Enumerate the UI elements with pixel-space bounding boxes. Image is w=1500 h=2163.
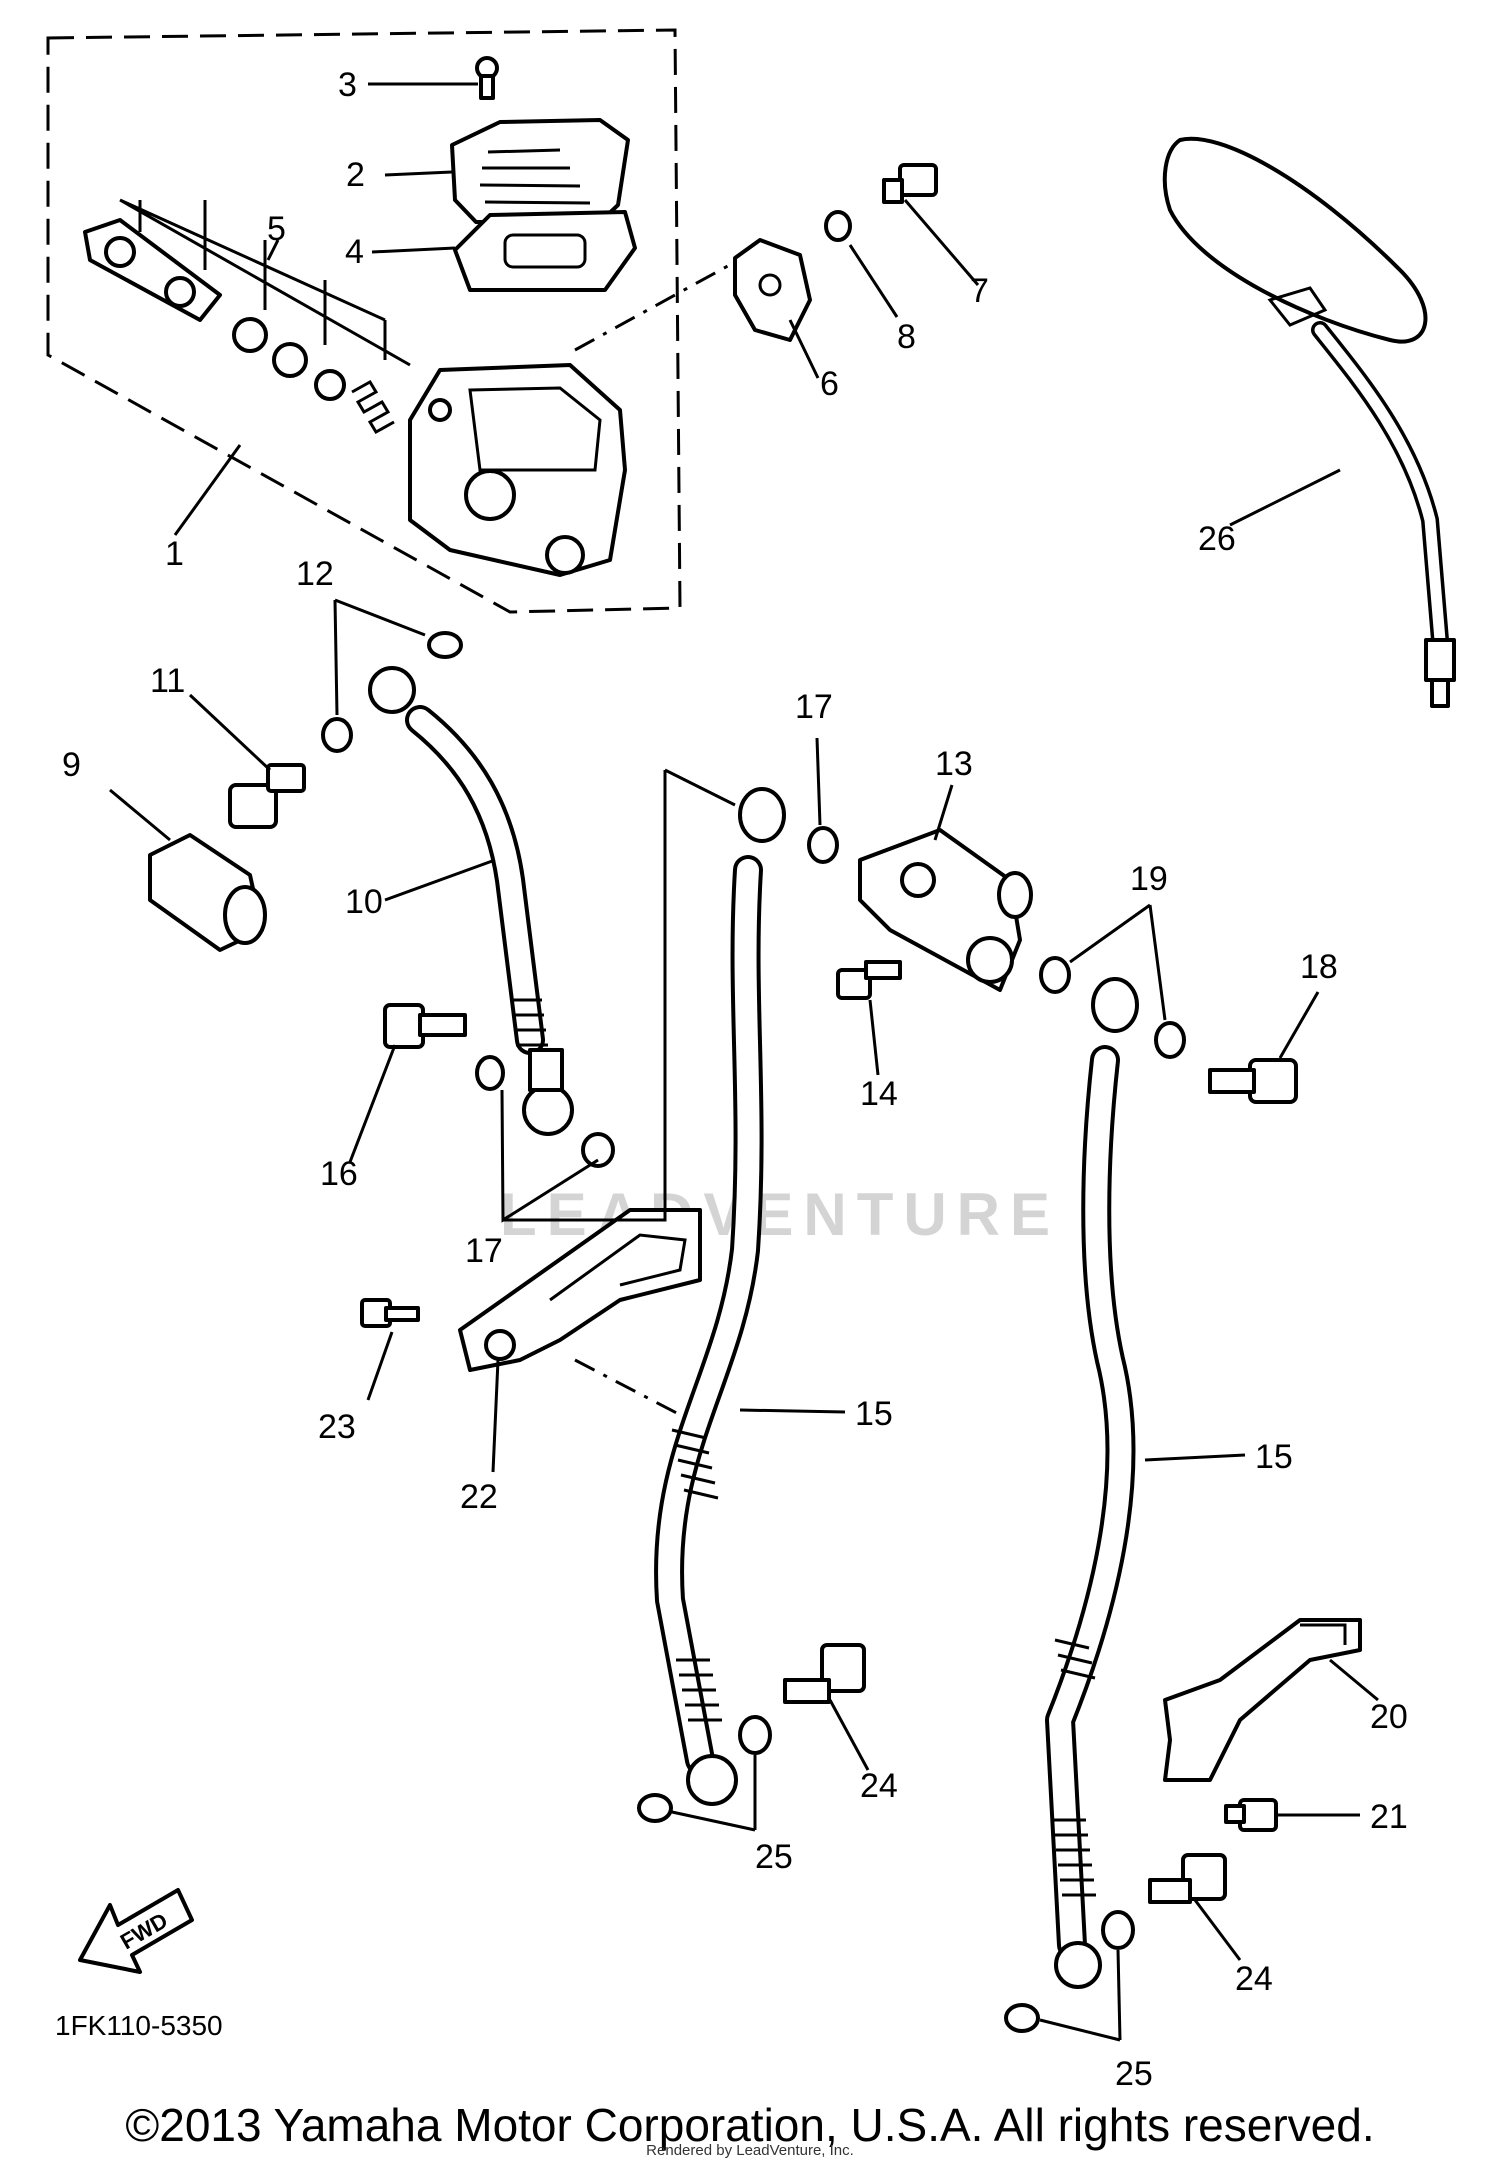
callout-3: 3 [338,66,357,104]
part-piston-kit [83,198,411,435]
callout-22: 22 [460,1478,498,1516]
callout-24-center: 24 [860,1767,898,1805]
callout-14: 14 [860,1075,898,1113]
part-washer [824,210,852,242]
part-copper-washer [427,631,463,659]
part-screw [1224,1798,1278,1832]
part-copper-washer [1039,956,1071,994]
part-copper-washer [738,1715,772,1755]
callout-25-center: 25 [755,1838,793,1876]
part-copper-washer [1154,1021,1186,1059]
part-hose-guide [458,1208,702,1372]
part-bolt [882,163,938,204]
part-three-way-joint [858,828,1033,992]
fwd-arrow-icon: FWD [78,1888,194,1974]
callout-11: 11 [150,662,185,700]
part-copper-washer [581,1132,615,1168]
assembly-boundary [46,28,682,614]
callout-19: 19 [1130,860,1168,898]
callout-9: 9 [62,746,81,784]
callout-23: 23 [318,1408,356,1446]
callout-2: 2 [346,156,365,194]
callout-24-right: 24 [1235,1960,1273,1998]
part-bolt [836,960,902,1000]
part-copper-washer [475,1055,505,1091]
callout-12: 12 [296,555,334,593]
part-brake-hose-right [1045,977,1139,1989]
part-screw [360,1298,420,1328]
part-master-cylinder-body [408,363,627,577]
part-mirror [1162,136,1456,708]
part-union-bolt [1208,1058,1298,1104]
part-copper-washer [807,826,839,864]
part-clamp [733,238,812,342]
callout-8: 8 [897,318,916,356]
part-diaphragm [453,210,637,292]
part-brake-hose-center [654,787,786,1806]
part-copper-washer [1101,1910,1135,1950]
part-screw [475,56,499,100]
part-boot-cap [148,833,267,952]
callout-13: 13 [935,745,973,783]
part-copper-washer [1004,2003,1040,2033]
callout-4: 4 [345,233,364,271]
part-copper-washer [321,717,353,753]
copyright-notice: ©2013 Yamaha Motor Corporation, U.S.A. A… [125,2099,1375,2151]
leader-lines [109,82,1379,2042]
alignment-line [574,1358,691,1422]
callout-10: 10 [345,883,383,921]
rendered-by-notice: Rendered by LeadVenture, Inc. [646,2142,854,2159]
callout-21: 21 [1370,1798,1408,1836]
part-union-bolt [783,1643,866,1704]
part-union-bolt [383,1003,467,1049]
part-code: 1FK110-5350 [55,2010,223,2041]
callout-25-right: 25 [1115,2055,1153,2093]
callout-1: 1 [165,535,184,573]
part-union-bolt [1148,1853,1227,1904]
callout-17-upper: 17 [795,688,833,726]
part-reservoir-cap [450,118,630,224]
callout-16: 16 [320,1155,358,1193]
leader-line [500,768,736,1223]
callout-7: 7 [970,272,989,310]
part-hose-guide [1163,1618,1362,1782]
callout-26: 26 [1198,520,1236,558]
callout-20: 20 [1370,1698,1408,1736]
part-copper-washer [637,1793,673,1823]
callout-5: 5 [267,210,286,248]
callout-15-center: 15 [855,1395,893,1433]
callout-6: 6 [820,365,839,403]
callout-15-right: 15 [1255,1438,1293,1476]
part-brake-hose-upper [368,666,574,1136]
callout-18: 18 [1300,948,1338,986]
part-union-bolt [228,763,306,829]
callout-17-lower: 17 [465,1232,503,1270]
alignment-line [574,260,736,352]
